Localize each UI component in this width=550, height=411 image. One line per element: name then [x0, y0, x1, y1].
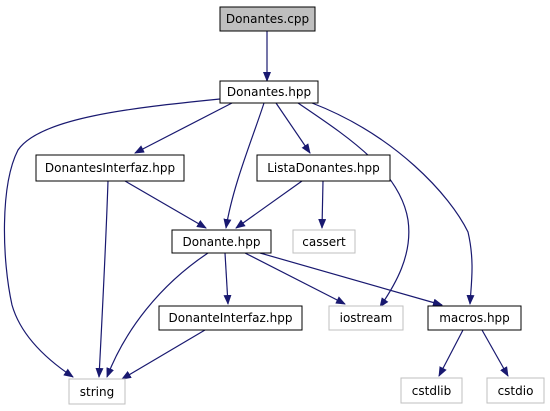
- edge-donantesinterfaz-hpp-to-donante-hpp: [124, 180, 207, 229]
- node-iostream: iostream: [328, 305, 404, 331]
- node-cassert: cassert: [292, 229, 356, 254]
- node-label: ListaDonantes.hpp: [267, 161, 379, 175]
- edge-donante-hpp-to-donanteinterfaz-hpp: [223, 252, 232, 305]
- node-donantes-cpp: Donantes.cpp: [219, 6, 316, 32]
- node-label: DonanteInterfaz.hpp: [169, 311, 293, 325]
- node-label: Donantes.hpp: [227, 85, 311, 99]
- edge-donantes-hpp-to-string: [3, 98, 221, 378]
- node-listadonantes-hpp: ListaDonantes.hpp: [256, 154, 391, 182]
- edge-macros-hpp-to-cstdlib: [438, 329, 464, 377]
- nodes: Donantes.cpp Donantes.hpp DonantesInterf…: [35, 6, 545, 405]
- node-label: cstdlib: [412, 384, 451, 398]
- node-donante-hpp: Donante.hpp: [171, 229, 272, 254]
- node-string: string: [68, 378, 126, 405]
- edge-donantesinterfaz-hpp-to-string: [95, 180, 109, 378]
- node-donantes-hpp: Donantes.hpp: [219, 80, 319, 104]
- edge-donantes-hpp-to-donantesinterfaz-hpp: [134, 102, 233, 154]
- node-label: string: [80, 385, 114, 399]
- node-label: cassert: [302, 235, 346, 249]
- node-donantesinterfaz-hpp: DonantesInterfaz.hpp: [35, 154, 185, 182]
- edges: [3, 31, 509, 380]
- node-label: cstdio: [498, 384, 534, 398]
- node-label: macros.hpp: [439, 311, 510, 325]
- edge-donantes-hpp-to-donante-hpp: [223, 102, 265, 229]
- node-label: Donante.hpp: [183, 235, 261, 249]
- node-label: iostream: [340, 311, 393, 325]
- edge-donantes-hpp-to-listadonantes-hpp: [275, 102, 311, 154]
- node-cstdio: cstdio: [486, 377, 545, 404]
- edge-donante-hpp-to-iostream: [244, 252, 346, 305]
- node-donanteinterfaz-hpp: DonanteInterfaz.hpp: [158, 305, 303, 331]
- edge-macros-hpp-to-cstdio: [481, 329, 509, 377]
- node-label: Donantes.cpp: [226, 12, 309, 26]
- node-label: DonantesInterfaz.hpp: [45, 161, 175, 175]
- edge-listadonantes-hpp-to-donante-hpp: [235, 180, 303, 229]
- edge-listadonantes-hpp-to-cassert: [318, 180, 327, 229]
- edge-donante-hpp-to-macros-hpp: [259, 252, 443, 307]
- node-macros-hpp: macros.hpp: [427, 305, 522, 331]
- edge-donantes-hpp-to-macros-hpp: [311, 102, 475, 305]
- edge-donante-hpp-to-string: [106, 252, 209, 378]
- edge-donanteinterfaz-hpp-to-string: [121, 329, 206, 380]
- edge-donantes-hpp-to-iostream: [297, 102, 410, 308]
- node-cstdlib: cstdlib: [400, 377, 463, 404]
